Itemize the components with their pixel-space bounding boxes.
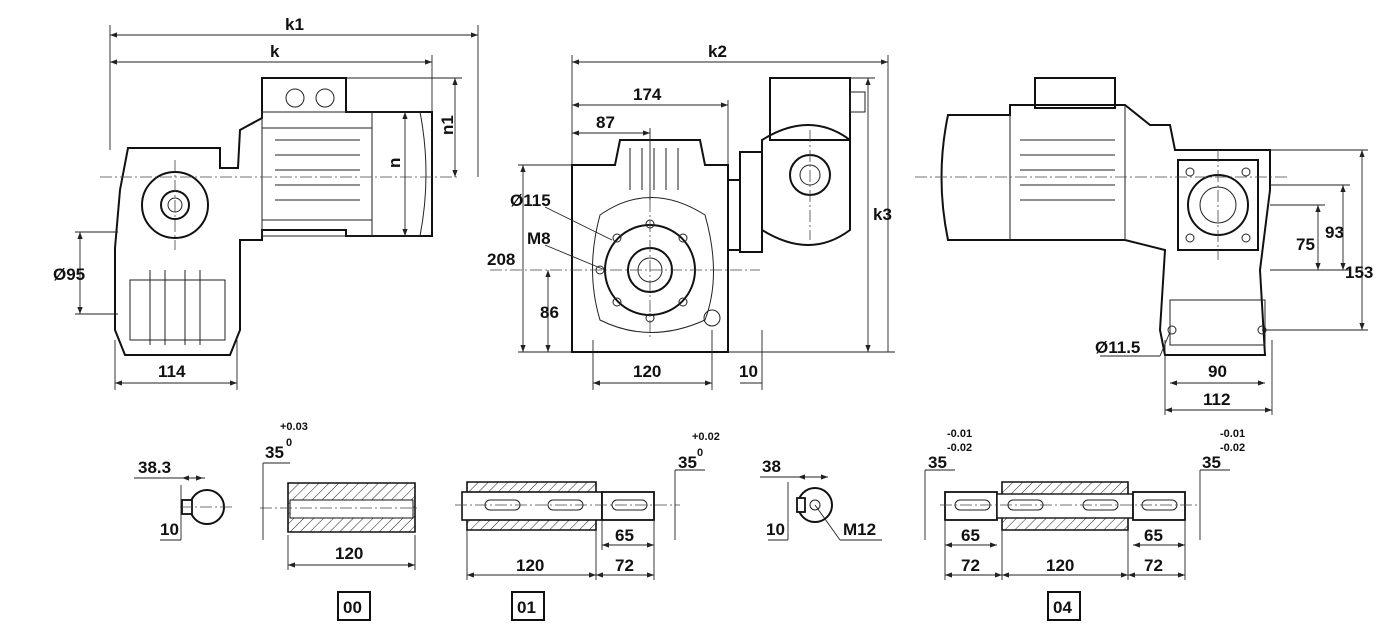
- shaft-01-key-len: 65: [615, 526, 634, 545]
- shaft-04-tol-upper-left: -0.01: [947, 428, 972, 440]
- shaft-04-code-box: [1047, 591, 1081, 621]
- shaft-00: 35 +0.03 0 120 00: [260, 421, 420, 621]
- shaft-00-code: 00: [343, 598, 362, 617]
- shaft-04-tol-lower-right: -0.02: [1220, 442, 1245, 454]
- dim-k: k: [270, 42, 280, 61]
- dim-38: 38: [762, 457, 781, 476]
- shaft-04-key-right: 65: [1144, 526, 1163, 545]
- shaft-01-dia: 35: [678, 453, 697, 472]
- dim-m12: M12: [843, 520, 876, 539]
- dim-diameter-11-5: Ø11.5: [1095, 338, 1140, 357]
- dim-114: 114: [158, 362, 186, 381]
- shaft-04-code: 04: [1053, 598, 1072, 617]
- shaft-01-code-box: [511, 591, 545, 621]
- dim-38-3: 38.3: [138, 458, 171, 477]
- dim-n: n: [385, 158, 404, 168]
- shaft-00-dia: 35: [265, 443, 284, 462]
- dim-n1: n1: [438, 115, 457, 135]
- shaft-00-tol-lower: 0: [286, 437, 292, 449]
- shaft-04: 35 -0.01 -0.02 35 -0.01 -0.02 65 72 120 …: [924, 428, 1245, 621]
- shaft-00-code-box: [337, 591, 371, 621]
- dim-diameter-95: Ø95: [53, 265, 85, 284]
- shaft-01: 35 +0.02 0 65 120 72 01: [455, 431, 720, 621]
- dim-key-10: 10: [160, 520, 179, 539]
- shaft-04-ext-right: 72: [1144, 556, 1163, 575]
- shaft-04-tol-upper-right: -0.01: [1220, 428, 1245, 440]
- dim-k3: k3: [873, 205, 892, 224]
- dim-k2: k2: [708, 42, 727, 61]
- shaft-01-len: 120: [516, 556, 544, 575]
- dim-174: 174: [633, 85, 662, 104]
- dim-key-10-solid: 10: [766, 520, 785, 539]
- shaft-04-dia-right: 35: [1202, 453, 1221, 472]
- dim-120: 120: [633, 362, 661, 381]
- dim-87: 87: [596, 113, 615, 132]
- dim-112: 112: [1203, 390, 1230, 409]
- shaft-04-dia-left: 35: [928, 453, 947, 472]
- shaft-04-key-left: 65: [961, 526, 980, 545]
- dim-diameter-115: Ø115: [510, 191, 551, 210]
- front-view: k2 174 87 Ø115 M8 208 86 120 10 k3: [487, 42, 895, 390]
- rear-view: 75 93 153 Ø11.5 90 112: [915, 77, 1373, 415]
- shaft-04-tol-lower-left: -0.02: [947, 442, 972, 454]
- shaft-01-tol-upper: +0.02: [692, 431, 720, 443]
- dim-k1: k1: [285, 15, 304, 34]
- shaft-01-tol-lower: 0: [697, 447, 703, 459]
- dim-153: 153: [1345, 263, 1373, 282]
- solid-shaft-thread-section: 38 10 M12: [760, 457, 882, 541]
- hollow-shaft-keyway-section: 38.3 10: [134, 458, 235, 541]
- dim-90: 90: [1208, 362, 1227, 381]
- dim-10: 10: [739, 362, 758, 381]
- dim-75: 75: [1296, 235, 1315, 254]
- shaft-00-tol-upper: +0.03: [280, 421, 308, 433]
- dim-m8: M8: [527, 229, 551, 248]
- dim-208: 208: [487, 250, 515, 269]
- side-view: k1 k n1 n Ø95 114: [53, 15, 479, 390]
- dim-93: 93: [1325, 223, 1344, 242]
- shaft-04-ext-left: 72: [961, 556, 980, 575]
- shaft-01-ext-len: 72: [615, 556, 634, 575]
- dim-86: 86: [540, 303, 559, 322]
- shaft-04-len: 120: [1046, 556, 1074, 575]
- shaft-00-len: 120: [335, 544, 363, 563]
- shaft-01-code: 01: [517, 598, 536, 617]
